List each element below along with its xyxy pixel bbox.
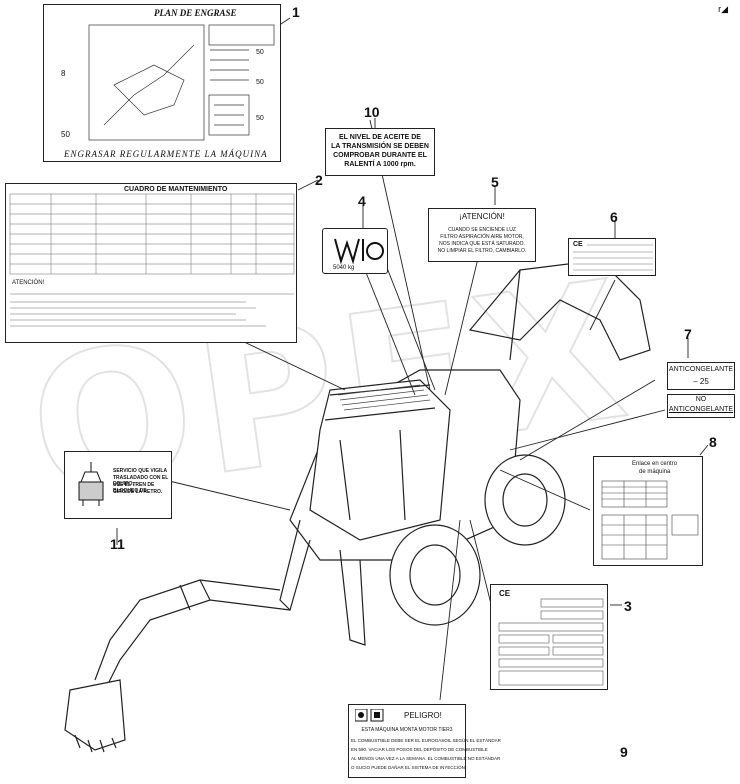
ce-plate-lines [573,244,653,271]
cuadro-grid [9,193,295,327]
callout-9: 9 [620,744,628,760]
corner-mark: r◢ [718,4,728,14]
no-anticongelante-label: ANTICONGELANTE [668,406,734,413]
peligro-line-2: EL COMBUSTIBLE DEBE SER EL EUROGASOIL SE… [351,738,501,743]
aceite-line-4: RALENTÍ A 1000 rpm. [344,161,416,168]
anticongelante-value: – 25 [693,377,709,386]
peligro-line-5: O SUCIO PUEDE DAÑAR EL SISTEMA DE INYECC… [351,765,465,770]
atencion-line-3: NOS INDICA QUE ESTÁ SATURADO. [439,241,525,247]
anticongelante-25-decal: ANTICONGELANTE – 25 [667,362,735,390]
cuadro-mantenimiento-decal: CUADRO DE MANTENIMIENTO ATENCIÓN! [5,183,297,343]
servicio-line-3: USE EL TREN DE BLOQUEO DE [113,482,155,494]
cuadro-title: CUADRO DE MANTENIMIENTO [124,186,228,193]
atencion-title: ¡ATENCIÓN! [459,212,505,221]
atencion-line-1: CUANDO SE ENCIENDE LUZ [448,227,516,233]
servicio-icon [78,462,104,506]
serial-plate-decal: CE [490,584,608,690]
no-anticongelante-decal: NO ANTICONGELANTE [667,394,735,418]
plan-hours-5: 50 [256,115,264,122]
servicio-line-1: SERVICIO QUE VIGILA [113,468,168,474]
callout-10: 10 [364,104,380,120]
weight-decal: 5040 kg [322,228,388,274]
atencion-line-4: NO LIMPIAR EL FILTRO, CAMBIARLO. [437,248,527,254]
centro-title-1: Enlace en centro [632,461,678,467]
plan-de-engrase-decal: PLAN DE ENGRASE 8 50 50 50 50 ENGRASAR R… [43,4,281,162]
peligro-decal: PELIGRO! ESTA MÁQUINA MONTA MOTOR TIER3 … [348,704,501,778]
weight-value: 5040 kg [333,265,355,271]
serial-plate-mark: CE [499,589,511,598]
anticongelante-label: ANTICONGELANTE [668,366,734,373]
plan-hours-3: 50 [256,49,264,56]
callout-8: 8 [709,434,717,450]
callout-4: 4 [358,193,366,209]
callout-5: 5 [491,174,499,190]
atencion-decal: ¡ATENCIÓN! CUANDO SE ENCIENDE LUZ FILTRO… [428,208,536,262]
aceite-line-3: COMPROBAR DURANTE EL [333,152,427,159]
centro-grid [601,480,699,560]
callout-1: 1 [292,4,300,20]
callout-3: 3 [624,598,632,614]
no-anticongelante-top: NO [695,396,707,403]
aceite-line-2: LA TRANSMISIÓN SE DEBEN [331,143,429,150]
peligro-title: PELIGRO! [404,711,442,720]
aceite-line-1: EL NIVEL DE ACEITE DE [339,134,421,141]
callout-7: 7 [684,326,692,342]
weight-icon [334,238,384,265]
ce-plate-decal: CE [568,238,656,276]
servicio-decal: SERVICIO QUE VIGILA TRASLADADO CON EL EQ… [64,451,172,519]
serial-plate-fields [498,598,604,686]
plan-title: PLAN DE ENGRASE [154,8,237,18]
callout-6: 6 [610,209,618,225]
cuadro-note: ATENCIÓN! [12,280,45,286]
plan-hours-4: 50 [256,79,264,86]
servicio-line-2: TRASLADADO CON EL EQUIPO, [113,475,169,487]
peligro-icons [355,709,384,722]
peligro-line-1: ESTA MÁQUINA MONTA MOTOR TIER3 [361,727,453,733]
servicio-line-4: GIRO DE LA RETRO. [113,489,163,495]
centro-maquina-decal: Enlace en centro de máquina [593,456,703,566]
plan-hours-2: 50 [61,130,70,139]
callout-2: 2 [315,172,323,188]
aceite-transmision-decal: EL NIVEL DE ACEITE DE LA TRANSMISIÓN SE … [325,128,435,176]
atencion-line-2: FILTRO ASPIRACIÓN AIRE MOTOR, [440,234,524,240]
peligro-line-4: AL MENOS UNA VEZ A LA SEMANA. EL COMBUST… [351,756,501,761]
callout-11: 11 [110,536,125,552]
plan-sketch [88,24,275,141]
plan-footer: ENGRASAR REGULARMENTE LA MÁQUINA [64,149,268,159]
ce-plate-mark: CE [573,241,583,248]
plan-hours-1: 8 [61,69,66,78]
peligro-line-3: EN 590. VACIAR LOS POSOS DEL DEPÓSITO DE… [351,747,488,752]
centro-title-2: de máquina [639,469,671,475]
